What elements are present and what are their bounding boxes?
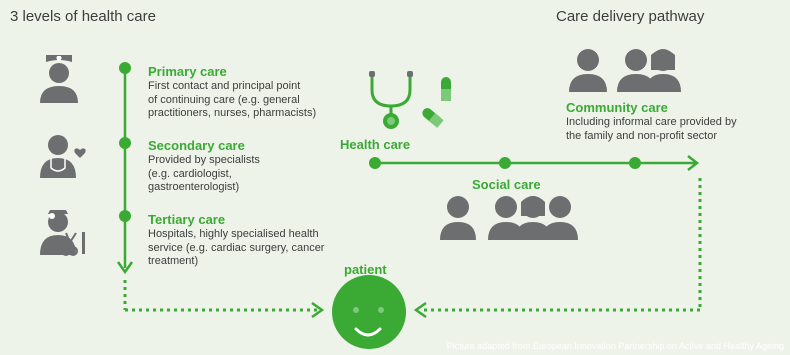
secondary-care-description: Provided by specialists (e.g. cardiologi… [148, 154, 260, 195]
left-dotted-arrowhead [311, 301, 325, 319]
pathway-arrowhead [687, 155, 700, 171]
left-title: 3 levels of health care [10, 8, 156, 25]
surgeon-icon [40, 210, 85, 256]
patient-label: patient [344, 262, 387, 277]
secondary-line-3: gastroenterologist) [148, 181, 240, 193]
tertiary-line-2: service (e.g. cardiac surgery, cancer [148, 241, 325, 254]
social-care-label: Social care [472, 177, 541, 192]
community-node [629, 157, 641, 169]
tertiary-care-heading: Tertiary care [148, 212, 226, 227]
primary-line-3: practitioners, nurses, pharmacists) [148, 107, 317, 119]
tertiary-line-1: Hospitals, highly specialised health [148, 228, 319, 240]
image-credit: Picture adapted from European Innovation… [446, 341, 784, 351]
primary-line-2: of continuing care (e.g. general [148, 93, 300, 106]
community-care-description: Including informal care provided by the … [566, 116, 737, 143]
primary-node [119, 62, 131, 74]
community-line-2: the family and non-profit sector [566, 129, 718, 142]
tertiary-care-description: Hospitals, highly specialised health ser… [148, 228, 324, 269]
primary-line-1: First contact and principal point [148, 80, 301, 92]
primary-care-description: First contact and principal point of con… [148, 80, 316, 121]
primary-care-heading: Primary care [148, 64, 227, 79]
social-people-icon [440, 196, 578, 240]
community-care-heading: Community care [566, 100, 668, 115]
secondary-line-2: (e.g. cardiologist, [148, 167, 232, 180]
social-node [499, 157, 511, 169]
pill-diagonal-icon [422, 108, 444, 128]
cardiologist-icon [40, 135, 86, 178]
right-title: Care delivery pathway [556, 8, 705, 25]
tertiary-node [119, 210, 131, 222]
pill-vertical-icon [441, 77, 451, 101]
secondary-line-1: Provided by specialists [148, 154, 260, 166]
tertiary-line-3: treatment) [148, 255, 199, 267]
nurse-icon [40, 55, 78, 103]
stethoscope-icon [369, 71, 413, 129]
levels-arrowhead [116, 261, 134, 275]
health-node [369, 157, 381, 169]
patient-face-icon [332, 275, 406, 349]
right-dotted-arrowhead [413, 301, 427, 319]
community-people-icon [569, 49, 681, 92]
community-line-1: Including informal care provided by [566, 116, 737, 128]
secondary-care-heading: Secondary care [148, 138, 245, 153]
secondary-node [119, 137, 131, 149]
health-care-label: Health care [340, 137, 411, 152]
